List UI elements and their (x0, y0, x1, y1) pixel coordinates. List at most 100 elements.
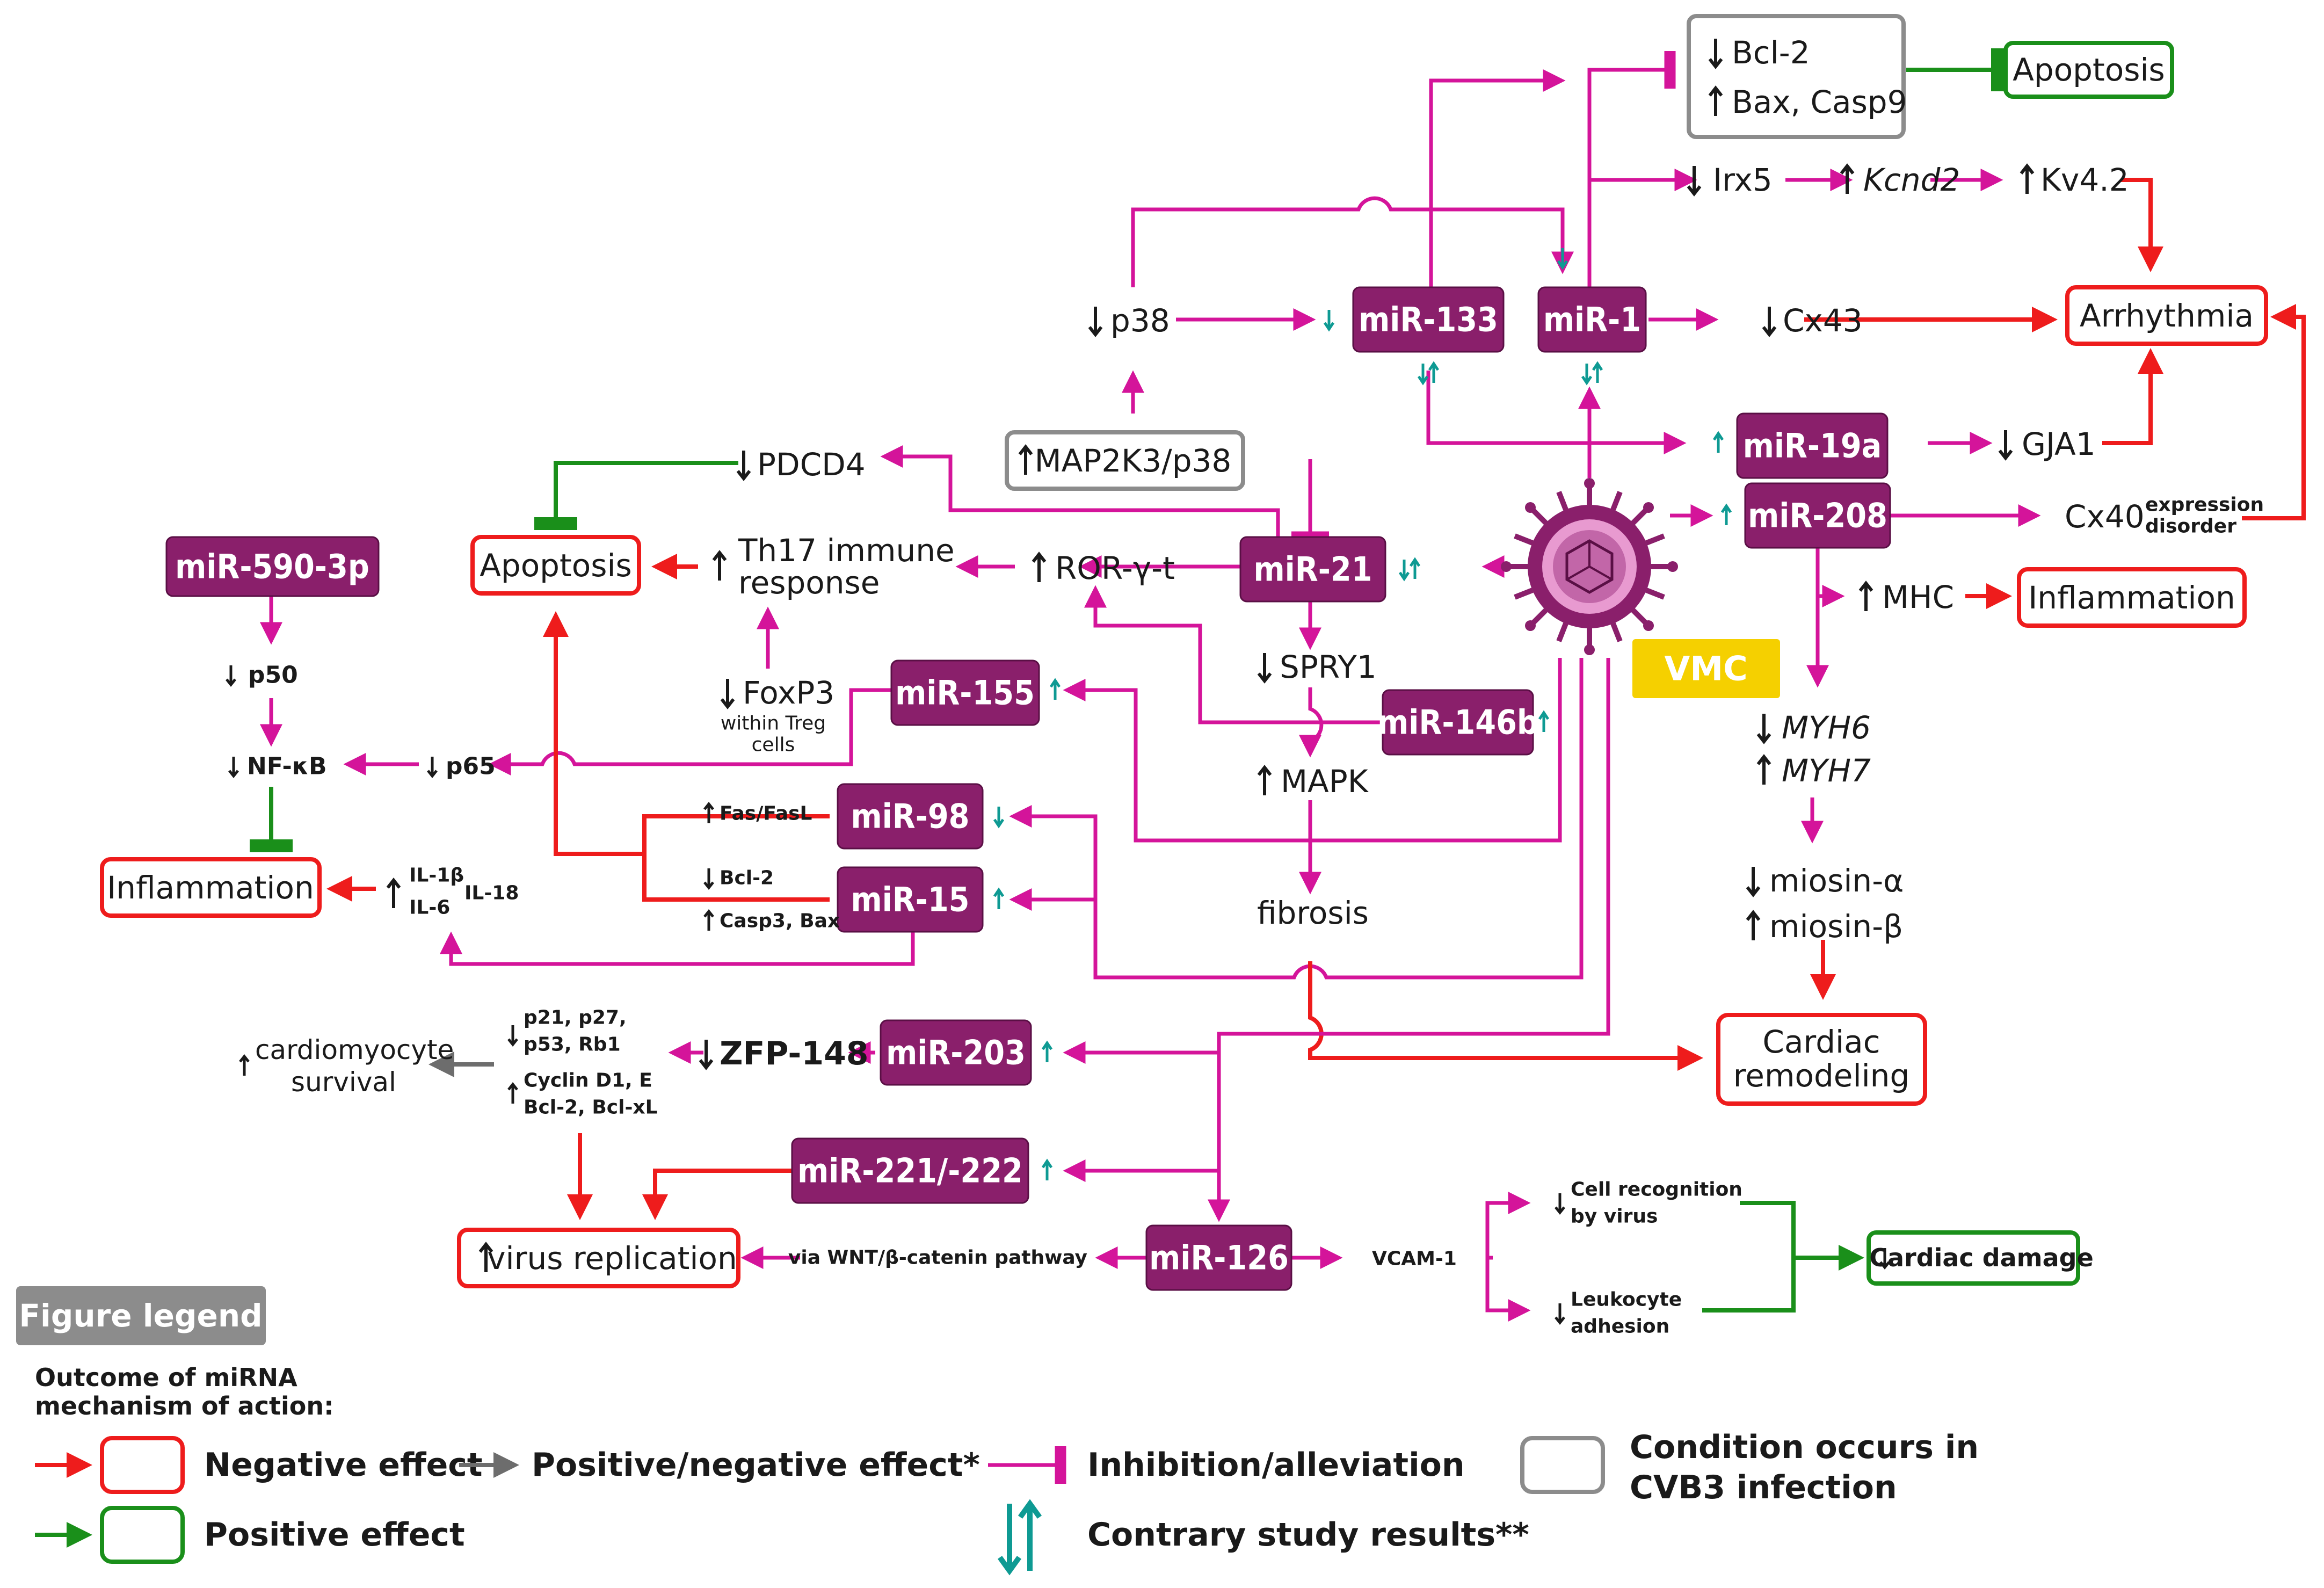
vcam1-label: VCAM-1 (1372, 1248, 1457, 1270)
cell-recognition-label-2: by virus (1571, 1206, 1658, 1228)
svg-text:remodeling: remodeling (1733, 1057, 1910, 1094)
kcnd2-label: Kcnd2 (1863, 162, 1960, 198)
virus-icon (1501, 478, 1678, 655)
cyclin-label: Cyclin D1, E (524, 1070, 652, 1092)
legend-posneg: Positive/negative effect* (532, 1446, 980, 1484)
svg-text:Apoptosis: Apoptosis (2013, 52, 2165, 88)
mirna-mir-126: miR-126 (1145, 1224, 1292, 1291)
map2k3-box: MAP2K3/p38 (1005, 430, 1245, 491)
p38-label: p38 (1110, 302, 1170, 339)
wnt-pathway-label: via WNT/β-catenin pathway (788, 1247, 1087, 1269)
mirna-mir-590-3p: miR-590-3p (165, 536, 380, 597)
svg-text:miR-19a: miR-19a (1743, 426, 1882, 466)
legend-title: Figure legend (19, 1297, 262, 1334)
arrhythmia-box: Arrhythmia (2065, 285, 2268, 346)
miosin-alpha-label: miosin-α (1769, 862, 1904, 899)
svg-text:virus replication: virus replication (487, 1240, 737, 1277)
zfp148-label: ZFP-148 (720, 1035, 869, 1072)
spry1-label: SPRY1 (1280, 649, 1377, 685)
mirna-mir-21: miR-21 (1239, 536, 1386, 603)
mirna-mir-208: miR-208 (1744, 482, 1891, 549)
svg-text:miR-1: miR-1 (1543, 300, 1641, 339)
mirna-mir-19a: miR-19a (1736, 412, 1889, 479)
miosin-beta-label: miosin-β (1769, 908, 1903, 945)
svg-text:miR-208: miR-208 (1748, 496, 1887, 535)
ror-gamma-t-label: ROR-γ-t (1055, 550, 1175, 586)
svg-text:miR-133: miR-133 (1359, 300, 1498, 339)
inflammation-left-box: Inflammation (100, 857, 322, 918)
legend-positive: Positive effect (204, 1516, 465, 1554)
survival-label-2: survival (291, 1067, 396, 1098)
cx40-note: expression (2145, 494, 2264, 516)
inflammation-right-box: Inflammation (2017, 567, 2247, 628)
mirna-mir-133: miR-133 (1352, 286, 1505, 353)
connectors (250, 48, 2306, 1322)
survival-label: cardiomyocyte (255, 1034, 454, 1065)
legend-negative: Negative effect (204, 1446, 483, 1484)
svg-text:miR-126: miR-126 (1149, 1238, 1289, 1278)
cardiac-remodeling-box: Cardiac remodeling (1716, 1013, 1927, 1106)
legend-condition-2: CVB3 infection (1630, 1469, 1897, 1506)
mapk-label: MAPK (1281, 763, 1369, 800)
mirna-mir-146b: miR-146b (1377, 689, 1538, 756)
leukocyte-label: Leukocyte (1571, 1289, 1682, 1311)
svg-text:Bcl-2: Bcl-2 (1732, 34, 1810, 71)
mirna-mir-155: miR-155 (890, 659, 1040, 726)
svg-text:miR-146b: miR-146b (1377, 703, 1538, 742)
p21-label: p21, p27, (524, 1007, 627, 1029)
cx43-label: Cx43 (1783, 302, 1863, 339)
legend-contrary-icon (997, 1499, 1042, 1576)
mirna-mir-1: miR-1 (1537, 286, 1647, 353)
irx5-label: Irx5 (1713, 162, 1773, 198)
bcl2-bax-box: Bcl-2 Bax, Casp9 (1687, 14, 1907, 139)
kv42-label: Kv4.2 (2040, 162, 2129, 198)
apoptosis-left-box: Apoptosis (470, 535, 641, 596)
th17-label: Th17 immune (738, 532, 955, 569)
apoptosis-top-box: Apoptosis (2003, 41, 2174, 99)
svg-text:Apoptosis: Apoptosis (480, 547, 632, 584)
figure-legend: Figure legend Outcome of miRNA mechanism… (16, 1286, 1979, 1576)
svg-text:Arrhythmia: Arrhythmia (2080, 298, 2254, 334)
bcl2-mid-label: Bcl-2 (720, 867, 774, 889)
nfkb-label: NF-κB (247, 753, 327, 780)
svg-text:miR-15: miR-15 (851, 880, 970, 919)
pdcd4-label: PDCD4 (757, 446, 866, 483)
foxp3-note: within Treg (721, 713, 826, 735)
leukocyte-label-2: adhesion (1571, 1316, 1669, 1338)
il18-label: IL-18 (464, 882, 519, 904)
svg-text:Cardiac: Cardiac (1762, 1024, 1880, 1060)
th17-label-2: response (738, 564, 880, 601)
legend-title-badge (16, 1286, 266, 1345)
il1b-label: IL-1β (409, 865, 464, 887)
vmc-label: VMC (1664, 649, 1747, 688)
vmc-badge: VMC (1632, 639, 1780, 698)
cardiac-damage-box: Cardiac damage (1867, 1230, 2094, 1286)
myh6-label: MYH6 (1782, 709, 1871, 746)
foxp3-label: FoxP3 (743, 675, 834, 711)
svg-text:miR-155: miR-155 (895, 673, 1035, 713)
node-labels: Irx5 Kcnd2 Kv4.2 p38 Cx43 GJA1 PDCD4 Cx4… (227, 162, 2264, 1338)
contrary-markers (994, 248, 1731, 1180)
svg-text:miR-98: miR-98 (851, 797, 970, 836)
foxp3-note-2: cells (752, 734, 795, 756)
fibrosis-label: fibrosis (1257, 895, 1369, 931)
legend-subtitle: Outcome of miRNA (35, 1363, 297, 1392)
gja1-label: GJA1 (2022, 426, 2096, 462)
p65-label: p65 (446, 753, 496, 780)
svg-text:miR-221/-222: miR-221/-222 (797, 1151, 1023, 1191)
cx40-note-2: disorder (2145, 516, 2236, 538)
legend-inhibition: Inhibition/alleviation (1087, 1446, 1465, 1484)
cell-recognition-label: Cell recognition (1571, 1179, 1742, 1201)
svg-text:Inflammation: Inflammation (107, 869, 314, 906)
il6-label: IL-6 (409, 897, 450, 919)
mhc-label: MHC (1882, 579, 1954, 615)
mirna-mir-221-222: miR-221/-222 (791, 1137, 1029, 1204)
svg-text:Bax, Casp9: Bax, Casp9 (1732, 84, 1907, 120)
svg-text:MAP2K3/p38: MAP2K3/p38 (1035, 443, 1232, 479)
mirna-mir-98: miR-98 (837, 783, 984, 850)
cyclin-label-2: Bcl-2, Bcl-xL (524, 1097, 658, 1119)
legend-subtitle-2: mechanism of action: (35, 1391, 333, 1420)
fas-fasl-label: Fas/FasL (720, 803, 812, 825)
svg-text:Cardiac damage: Cardiac damage (1869, 1243, 2094, 1272)
